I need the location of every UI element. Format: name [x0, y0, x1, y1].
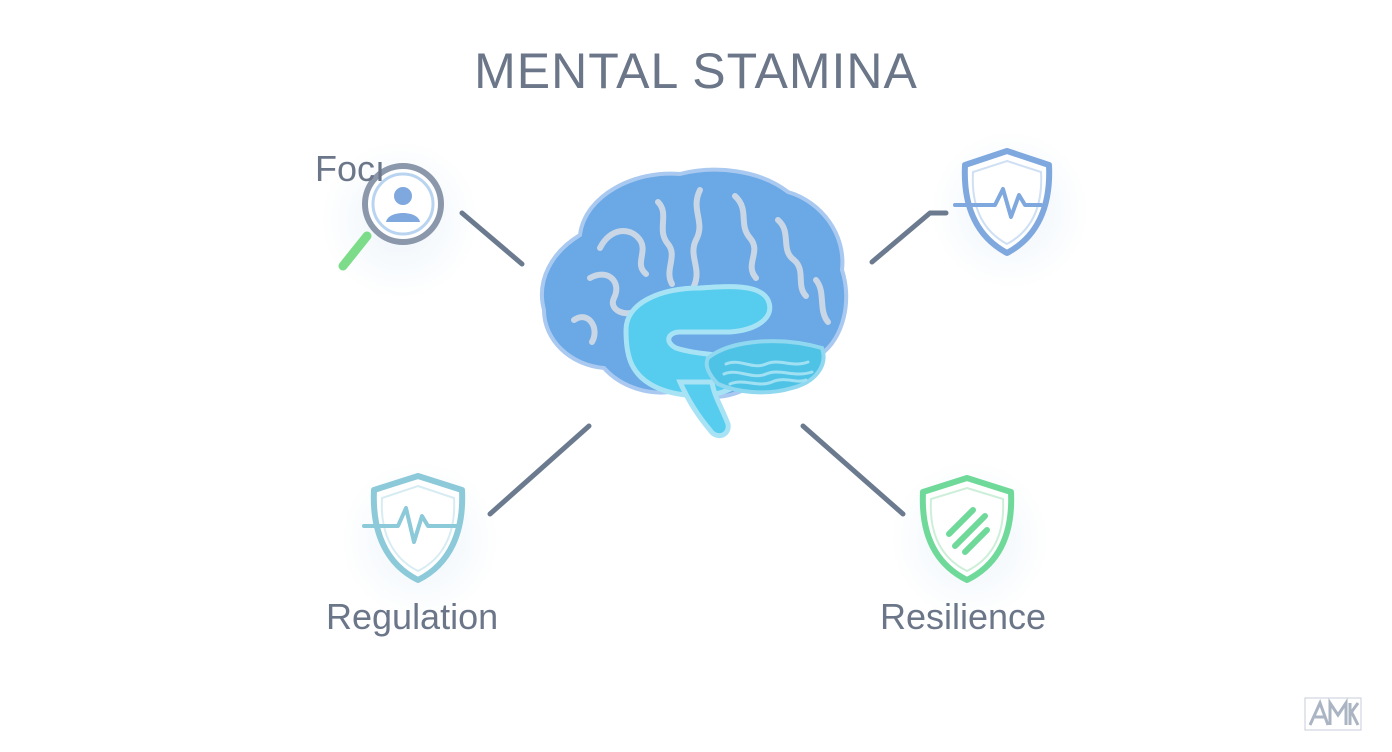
- connector-regulation: [487, 423, 592, 517]
- node-label-focus: Focı: [315, 148, 386, 189]
- connector-resilience: [800, 423, 906, 517]
- shield-heartbeat-icon-top-right[interactable]: [953, 145, 1060, 260]
- watermark-logo-icon: [1304, 697, 1362, 731]
- connector-focus: [459, 210, 525, 267]
- connector-top-right: [869, 210, 949, 265]
- brain-icon: [539, 167, 849, 439]
- shield-stripes-icon[interactable]: [915, 472, 1020, 587]
- magnifier-person-icon[interactable]: [333, 160, 453, 280]
- page-title: MENTAL STAMINA: [474, 43, 918, 99]
- shield-heartbeat-icon-regulation[interactable]: [362, 470, 472, 585]
- node-label-resilience: Resilience: [880, 596, 1047, 637]
- node-label-regulation: Regulation: [326, 596, 499, 637]
